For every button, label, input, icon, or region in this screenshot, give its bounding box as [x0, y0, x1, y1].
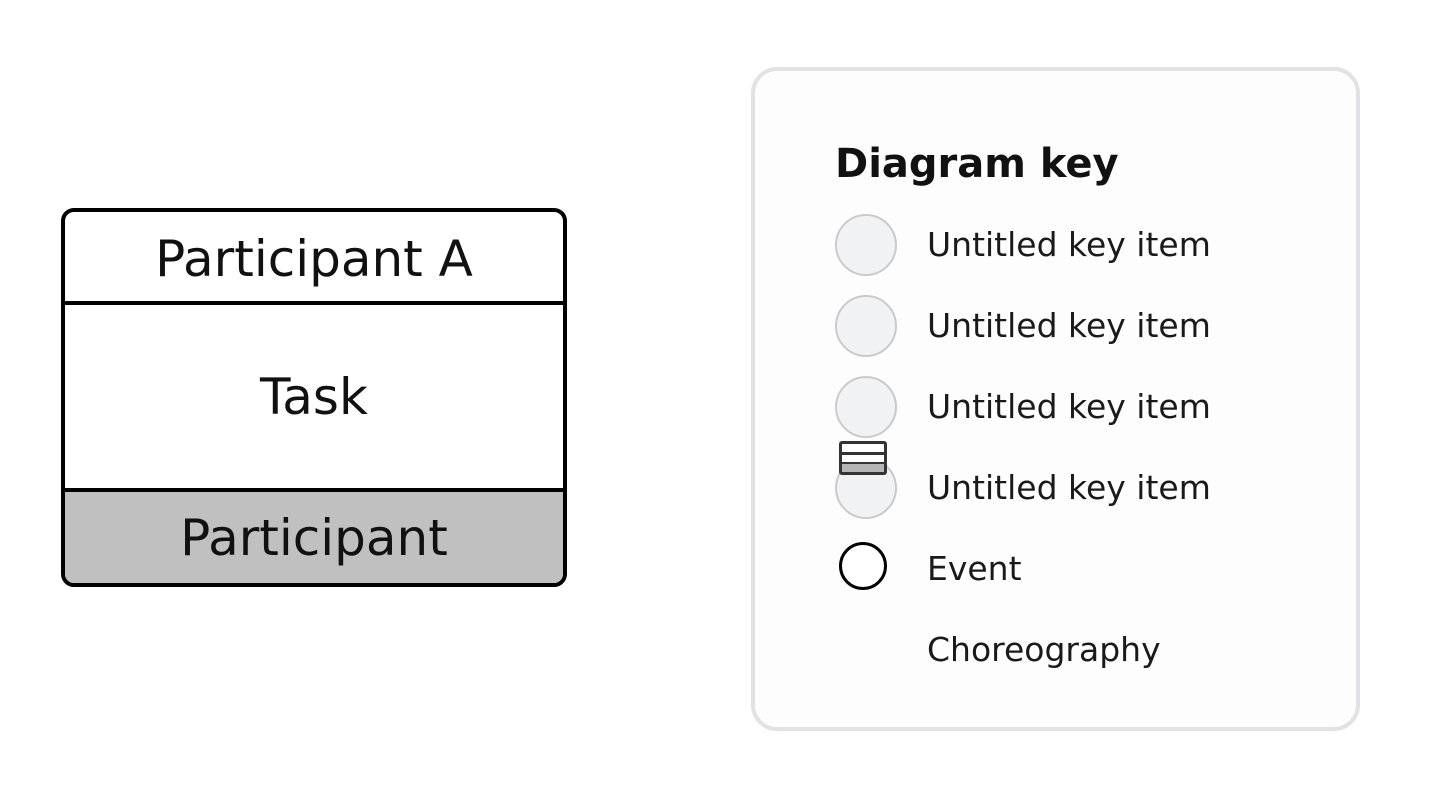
key-swatch-circle-icon: [833, 212, 899, 278]
key-item[interactable]: Untitled key item: [833, 441, 1333, 521]
key-item-label: Event: [927, 549, 1022, 588]
bottom-participant-label: Participant: [180, 508, 448, 567]
key-swatch-circle-icon: [833, 374, 899, 440]
key-item[interactable]: Untitled key item: [833, 293, 1333, 359]
bottom-participant-band[interactable]: Participant: [65, 488, 563, 583]
key-item-label: Untitled key item: [927, 225, 1211, 264]
key-item[interactable]: Untitled key item: [833, 212, 1333, 278]
key-swatch-choreography-icon: [833, 441, 899, 521]
key-item-event[interactable]: Event: [833, 536, 1333, 602]
task-label: Task: [260, 367, 368, 426]
mini-choreography-icon: [839, 441, 887, 475]
key-item-label: Choreography: [927, 630, 1161, 669]
top-participant-band[interactable]: Participant A: [65, 212, 563, 305]
event-circle-icon: [833, 536, 899, 602]
diagram-key-panel: Diagram key Untitled key item Untitled k…: [751, 67, 1360, 731]
diagram-key-title: Diagram key: [835, 141, 1119, 187]
key-item-label: Untitled key item: [927, 306, 1211, 345]
key-item-choreography[interactable]: Choreography: [833, 617, 1333, 683]
key-item[interactable]: Untitled key item: [833, 374, 1333, 440]
choreography-task[interactable]: Participant A Task Participant: [61, 208, 567, 587]
key-item-label: Untitled key item: [927, 468, 1211, 507]
key-item-label: Untitled key item: [927, 387, 1211, 426]
top-participant-label: Participant A: [155, 229, 473, 288]
task-name-area[interactable]: Task: [65, 305, 563, 488]
key-swatch-circle-icon: [833, 293, 899, 359]
